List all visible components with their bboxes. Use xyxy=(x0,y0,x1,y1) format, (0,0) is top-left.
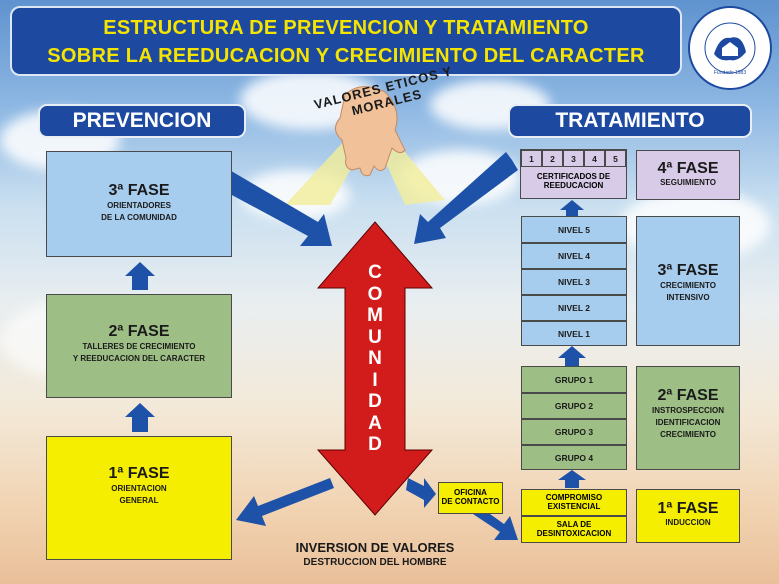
up-arrow-groups xyxy=(558,470,586,488)
prevention-phase1-line1: ORIENTACION xyxy=(111,484,167,493)
treatment-phase2-line2: IDENTIFICACION xyxy=(655,418,721,427)
certificate-label: CERTIFICADOS DE xyxy=(536,172,611,181)
prevention-phase1-box: 1ª FASE ORIENTACION GENERAL xyxy=(46,436,232,560)
detox-line2: DESINTOXICACION xyxy=(536,529,612,538)
treatment-phase1-box: 1ª FASE INDUCCION xyxy=(636,489,740,543)
up-arrow-prevention-1-2 xyxy=(125,403,155,432)
contact-office-line1: OFICINA xyxy=(454,488,487,497)
prevention-phase1-title: 1ª FASE xyxy=(108,465,170,482)
prevention-header: PREVENCION xyxy=(38,104,246,138)
logo-founded-text: Fundado 1983 xyxy=(713,70,747,76)
level-item: NIVEL 4 xyxy=(521,243,627,269)
level-item: NIVEL 2 xyxy=(521,295,627,321)
arrow-from-right-sky xyxy=(414,152,518,244)
community-letter: U xyxy=(368,326,382,348)
treatment-phase3-box: 3ª FASE CRECIMIENTO INTENSIVO xyxy=(636,216,740,346)
level-item: NIVEL 1 xyxy=(521,321,627,346)
bottom-caption-line1: INVERSION DE VALORES xyxy=(295,540,455,555)
community-letter: I xyxy=(372,369,378,391)
prevention-phase3-line2: DE LA COMUNIDAD xyxy=(101,213,177,222)
prevention-phase2-line1: TALLERES DE CRECIMIENTO xyxy=(82,342,196,351)
group-item: GRUPO 4 xyxy=(521,445,627,470)
certificate-number: 5 xyxy=(605,150,626,167)
arrow-from-left-sky xyxy=(204,162,332,246)
group-item: GRUPO 2 xyxy=(521,393,627,419)
treatment-phase2-title: 2ª FASE xyxy=(657,387,719,404)
detox-box: SALA DE DESINTOXICACION xyxy=(521,516,627,543)
up-arrow-certificates xyxy=(560,200,584,218)
arrow-to-prevention-phase1 xyxy=(236,478,334,526)
contact-office-line2: DE CONTACTO xyxy=(441,497,500,506)
treatment-phase1-line1: INDUCCION xyxy=(665,518,711,527)
contact-office-box: OFICINA DE CONTACTO xyxy=(438,482,503,514)
community-letter: C xyxy=(368,262,382,283)
community-letter: O xyxy=(367,283,383,305)
certificates-box: 1 2 3 4 5 CERTIFICADOS DE REEDUCACION xyxy=(520,149,627,199)
detox-line1: SALA DE xyxy=(556,520,592,529)
group-item: GRUPO 3 xyxy=(521,419,627,445)
bottom-caption-line2: DESTRUCCION DEL HOMBRE xyxy=(303,557,447,568)
treatment-phase2-line1: INSTROSPECCION xyxy=(651,406,724,415)
certificate-label: REEDUCACION xyxy=(543,181,604,190)
certificate-number: 4 xyxy=(584,150,605,167)
certificate-number: 2 xyxy=(542,150,563,167)
treatment-phase3-line2: INTENSIVO xyxy=(666,293,710,302)
group-item: GRUPO 1 xyxy=(521,366,627,393)
treatment-phase1-title: 1ª FASE xyxy=(657,500,719,517)
title-line-1: ESTRUCTURA DE PREVENCION Y TRATAMIENTO xyxy=(103,17,589,39)
community-letter: D xyxy=(368,434,382,455)
prevention-phase3-box: 3ª FASE ORIENTADORES DE LA COMUNIDAD xyxy=(46,151,232,257)
commitment-line2: EXISTENCIAL xyxy=(547,502,601,511)
treatment-phase3-title: 3ª FASE xyxy=(657,262,719,279)
up-arrow-levels xyxy=(558,346,586,366)
community-double-arrow xyxy=(316,221,434,516)
treatment-phase3-line1: CRECIMIENTO xyxy=(660,281,716,290)
commitment-box: COMPROMISO EXISTENCIAL xyxy=(521,489,627,516)
level-item: NIVEL 5 xyxy=(521,216,627,243)
title-banner: ESTRUCTURA DE PREVENCION Y TRATAMIENTO S… xyxy=(10,6,682,76)
treatment-phase4-line1: SEGUIMIENTO xyxy=(660,178,716,187)
community-letter: D xyxy=(368,391,382,412)
title-line-2: SOBRE LA REEDUCACION Y CRECIMIENTO DEL C… xyxy=(47,45,645,67)
certificate-number: 3 xyxy=(563,150,584,167)
treatment-phase2-box: 2ª FASE INSTROSPECCION IDENTIFICACION CR… xyxy=(636,366,740,470)
treatment-phase4-title: 4ª FASE xyxy=(657,160,719,177)
treatment-phase4-box: 4ª FASE SEGUIMIENTO xyxy=(636,150,740,200)
prevention-phase2-box: 2ª FASE TALLERES DE CRECIMIENTO Y REEDUC… xyxy=(46,294,232,398)
prevention-phase1-line2: GENERAL xyxy=(119,496,159,505)
treatment-phase2-line3: CRECIMIENTO xyxy=(660,430,716,439)
level-item: NIVEL 3 xyxy=(521,269,627,295)
commitment-line1: COMPROMISO xyxy=(545,493,603,502)
prevention-phase2-line2: Y REEDUCACION DEL CARACTER xyxy=(72,354,206,363)
certificate-number: 1 xyxy=(521,150,542,167)
prevention-phase3-line1: ORIENTADORES xyxy=(107,201,171,210)
community-letter: M xyxy=(367,305,383,326)
organization-logo: Fundado 1983 xyxy=(688,6,772,90)
prevention-phase3-title: 3ª FASE xyxy=(108,182,170,199)
community-letter: A xyxy=(368,412,382,434)
prevention-phase2-title: 2ª FASE xyxy=(108,323,170,340)
treatment-header: TRATAMIENTO xyxy=(508,104,752,138)
arrow-to-contact-office xyxy=(406,478,436,508)
community-label: C O M U N I D A D xyxy=(361,262,389,456)
up-arrow-prevention-2-3 xyxy=(125,262,155,290)
community-letter: N xyxy=(368,348,382,369)
